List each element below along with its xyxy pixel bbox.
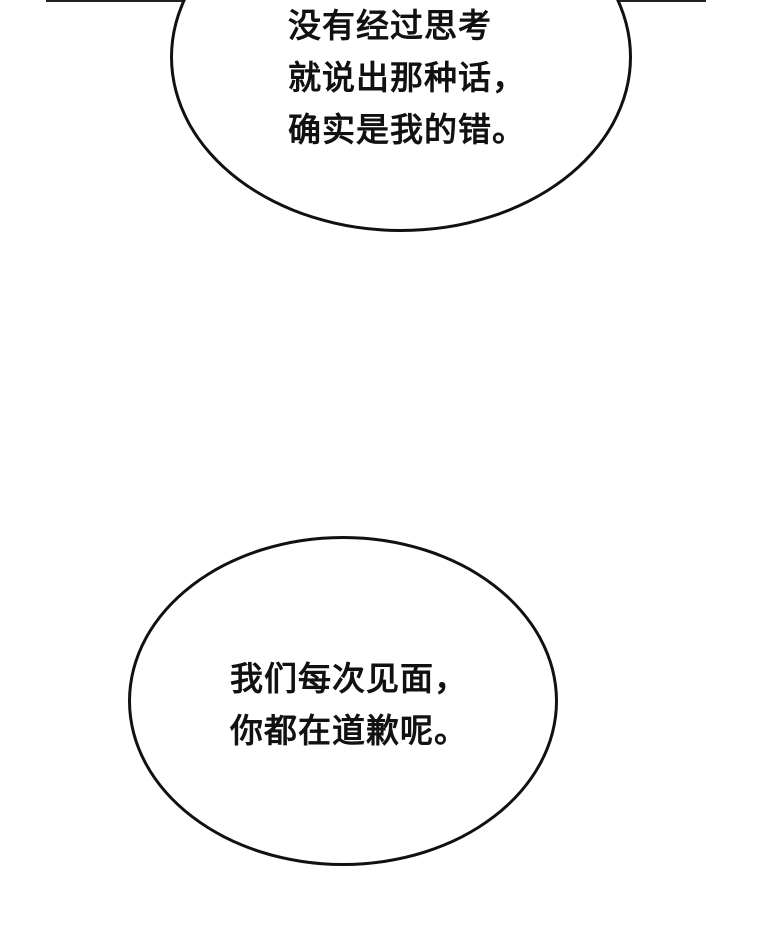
speech-line: 就说出那种话， xyxy=(288,58,526,97)
speech-line: 确实是我的错。 xyxy=(288,110,526,149)
speech-line: 你都在道歉呢。 xyxy=(230,711,468,750)
speech-bubble-bottom xyxy=(128,536,558,866)
speech-line: 没有经过思考 xyxy=(288,6,492,45)
speech-bubble-top-text: 没有经过思考 就说出那种话， 确实是我的错。 xyxy=(288,0,526,156)
speech-bubble-bottom-text: 我们每次见面， 你都在道歉呢。 xyxy=(230,653,468,757)
speech-line: 我们每次见面， xyxy=(230,659,468,698)
